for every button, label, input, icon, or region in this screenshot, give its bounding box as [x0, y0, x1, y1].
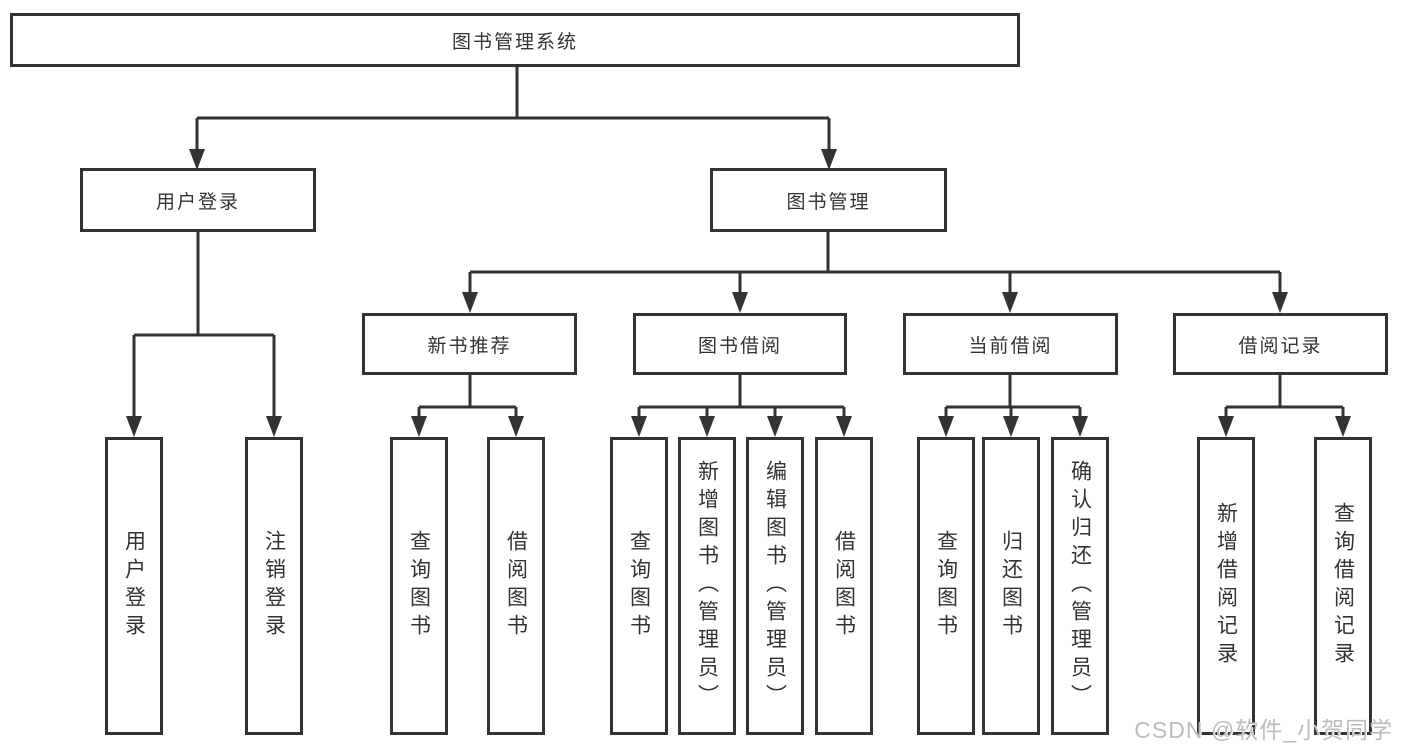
node-current-borrow-label: 当前借阅 — [968, 335, 1053, 357]
leaf-borrow-add: 新增图书（管理员） — [678, 437, 736, 735]
node-user-login: 用户登录 — [80, 168, 316, 232]
node-book-borrow-label: 图书借阅 — [697, 335, 782, 357]
leaf-logout-label: 注销登录 — [262, 530, 286, 642]
node-new-book-recommend-label: 新书推荐 — [427, 335, 512, 357]
node-root: 图书管理系统 — [10, 13, 1020, 67]
leaf-current-query: 查询图书 — [917, 437, 975, 735]
leaf-record-add-label: 新增借阅记录 — [1214, 502, 1238, 670]
node-book-borrow: 图书借阅 — [633, 313, 847, 375]
node-user-login-label: 用户登录 — [155, 191, 240, 213]
leaf-record-add: 新增借阅记录 — [1197, 437, 1255, 735]
leaf-current-confirm: 确认归还（管理员） — [1051, 437, 1109, 735]
leaf-logout: 注销登录 — [245, 437, 303, 735]
leaf-current-confirm-label: 确认归还（管理员） — [1068, 460, 1092, 712]
node-new-book-recommend: 新书推荐 — [362, 313, 577, 375]
leaf-record-query-label: 查询借阅记录 — [1331, 502, 1355, 670]
node-root-label: 图书管理系统 — [451, 31, 578, 53]
leaf-borrow-borrow-label: 借阅图书 — [832, 530, 856, 642]
leaf-borrow-query-label: 查询图书 — [627, 530, 651, 642]
leaf-record-query: 查询借阅记录 — [1314, 437, 1372, 735]
node-borrow-record: 借阅记录 — [1173, 313, 1388, 375]
leaf-current-return: 归还图书 — [982, 437, 1040, 735]
leaf-newbook-borrow-label: 借阅图书 — [504, 530, 528, 642]
node-book-management: 图书管理 — [710, 168, 947, 232]
csdn-watermark: CSDN @软件_小贺同学 — [1134, 717, 1393, 743]
leaf-newbook-query-label: 查询图书 — [407, 530, 431, 642]
leaf-borrow-edit: 编辑图书（管理员） — [746, 437, 804, 735]
leaf-user-login: 用户登录 — [105, 437, 163, 735]
leaf-current-query-label: 查询图书 — [934, 530, 958, 642]
node-borrow-record-label: 借阅记录 — [1238, 335, 1323, 357]
leaf-user-login-label: 用户登录 — [122, 530, 146, 642]
leaf-newbook-query: 查询图书 — [390, 437, 448, 735]
leaf-newbook-borrow: 借阅图书 — [487, 437, 545, 735]
node-current-borrow: 当前借阅 — [903, 313, 1118, 375]
leaf-borrow-borrow: 借阅图书 — [815, 437, 873, 735]
node-book-management-label: 图书管理 — [786, 191, 871, 213]
leaf-borrow-query: 查询图书 — [610, 437, 668, 735]
leaf-borrow-edit-label: 编辑图书（管理员） — [763, 460, 787, 712]
leaf-borrow-add-label: 新增图书（管理员） — [695, 460, 719, 712]
leaf-current-return-label: 归还图书 — [999, 530, 1023, 642]
